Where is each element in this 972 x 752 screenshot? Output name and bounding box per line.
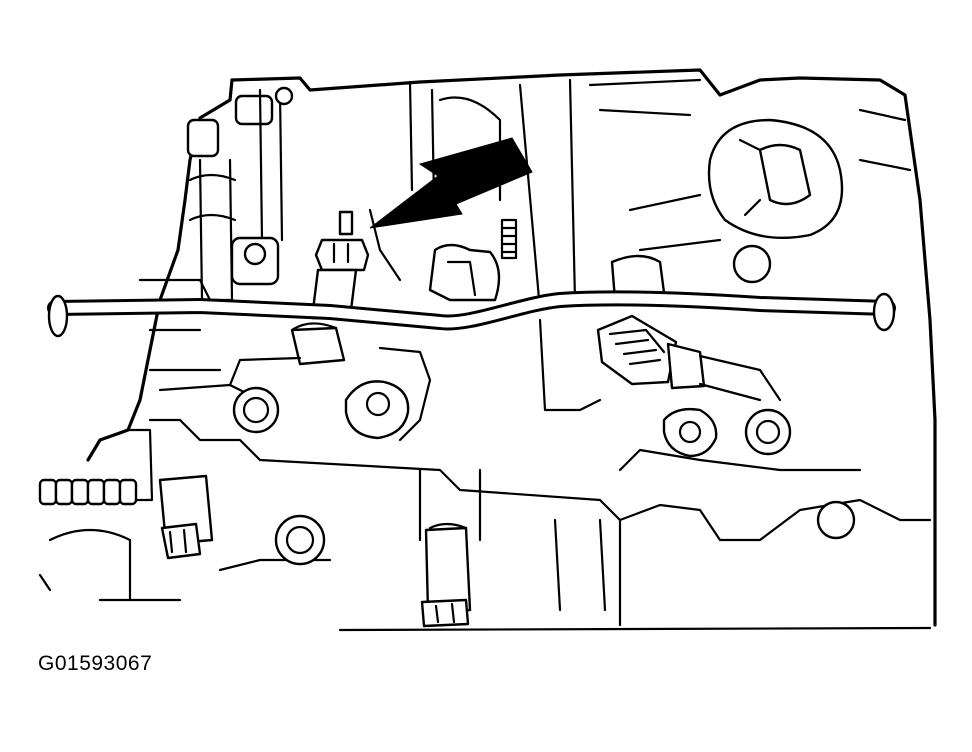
lower-casting bbox=[148, 318, 862, 612]
camshaft-column bbox=[138, 86, 294, 372]
arrow-icon bbox=[369, 137, 533, 229]
fuel-injector bbox=[310, 210, 370, 320]
lower-left-assembly bbox=[38, 428, 332, 602]
upper-housing bbox=[368, 78, 577, 312]
fuel-rail bbox=[47, 290, 896, 366]
timing-chain bbox=[38, 478, 138, 506]
engine-block-outline bbox=[86, 68, 937, 632]
right-boss bbox=[588, 78, 912, 302]
electrical-connector bbox=[596, 314, 782, 402]
figure-code: G01593067 bbox=[38, 652, 153, 675]
lower-bolt bbox=[420, 522, 472, 628]
